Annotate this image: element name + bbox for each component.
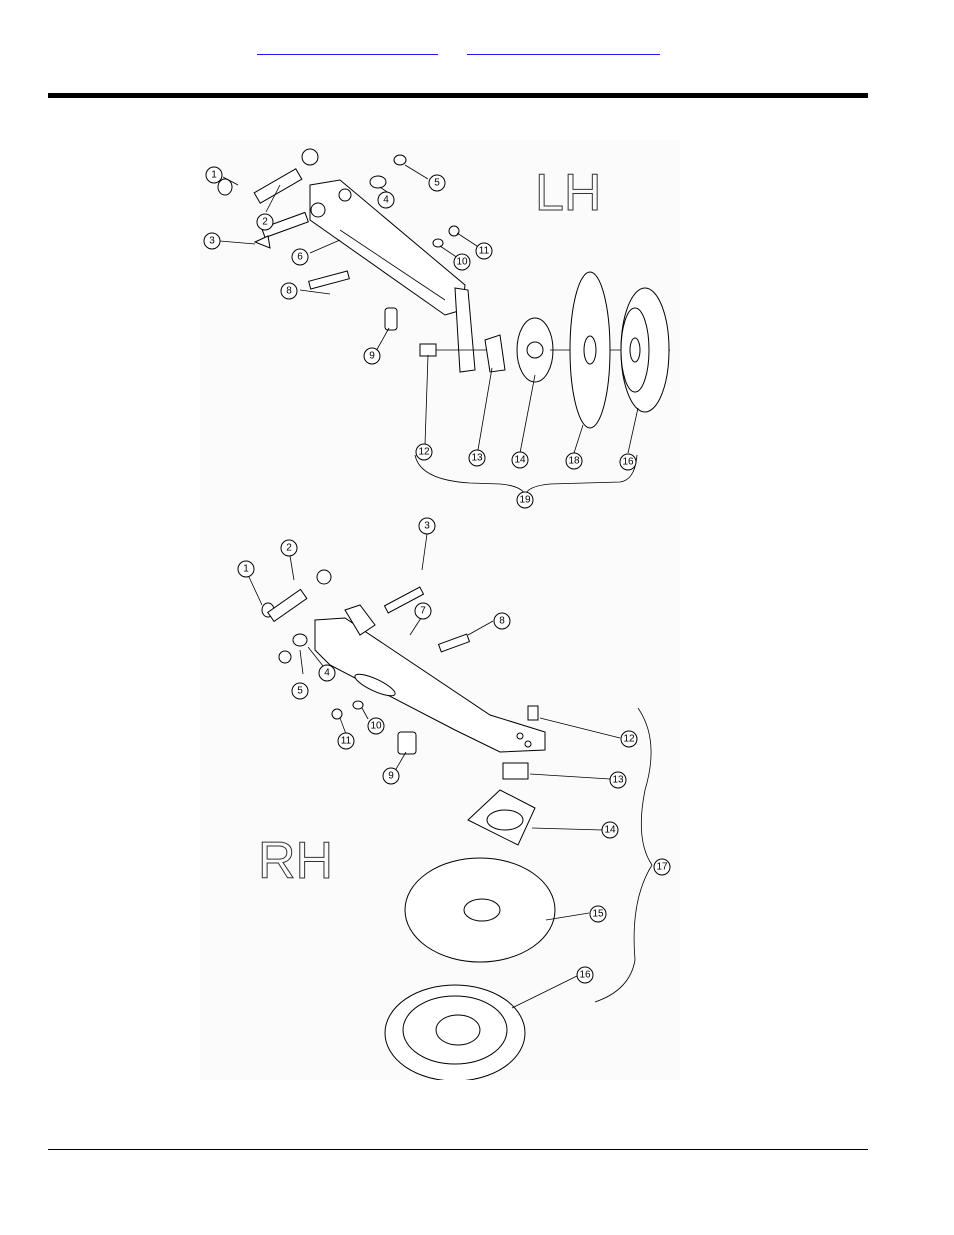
header-rule	[48, 93, 868, 98]
callout: 7	[420, 606, 426, 617]
callout: 10	[456, 257, 468, 268]
callout: 13	[612, 775, 624, 786]
callout: 2	[286, 543, 292, 554]
callout: 9	[388, 771, 394, 782]
callout: 18	[568, 456, 580, 467]
lh-star-wheel	[570, 272, 610, 428]
callout: 12	[623, 734, 635, 745]
lh-closing-wheel	[621, 288, 669, 412]
callout: 17	[656, 862, 668, 873]
callout: 9	[369, 351, 375, 362]
header-link-1[interactable]	[257, 38, 438, 55]
header-link-2[interactable]	[467, 38, 660, 55]
callout: 16	[579, 970, 591, 981]
callout: 11	[479, 246, 490, 257]
callout: 19	[519, 495, 531, 506]
rh-closing-wheel	[385, 985, 525, 1080]
rh-hardware	[262, 570, 538, 845]
rh-star-wheel	[405, 858, 555, 962]
callout: 5	[297, 686, 303, 697]
rh-label: RH	[258, 832, 333, 890]
callout: 16	[622, 457, 634, 468]
callout: 10	[370, 721, 382, 732]
callout: 1	[211, 170, 217, 181]
callout: 12	[418, 447, 430, 458]
parts-diagram: LH	[200, 140, 680, 1080]
footer-rule	[48, 1149, 868, 1150]
callout: 13	[471, 453, 483, 464]
callout: 4	[324, 668, 330, 679]
callout: 3	[209, 236, 215, 247]
callout: 3	[424, 521, 430, 532]
rh-arm	[315, 605, 545, 752]
callout: 8	[499, 616, 505, 627]
callout: 8	[286, 286, 292, 297]
callout: 5	[434, 178, 440, 189]
callout: 4	[383, 195, 389, 206]
callout: 1	[243, 564, 249, 575]
callout: 15	[592, 909, 604, 920]
callout: 6	[297, 252, 303, 263]
callout: 14	[604, 825, 616, 836]
lh-label: LH	[535, 164, 601, 222]
callout: 2	[262, 217, 268, 228]
callout: 14	[514, 455, 526, 466]
callout: 11	[341, 736, 352, 747]
